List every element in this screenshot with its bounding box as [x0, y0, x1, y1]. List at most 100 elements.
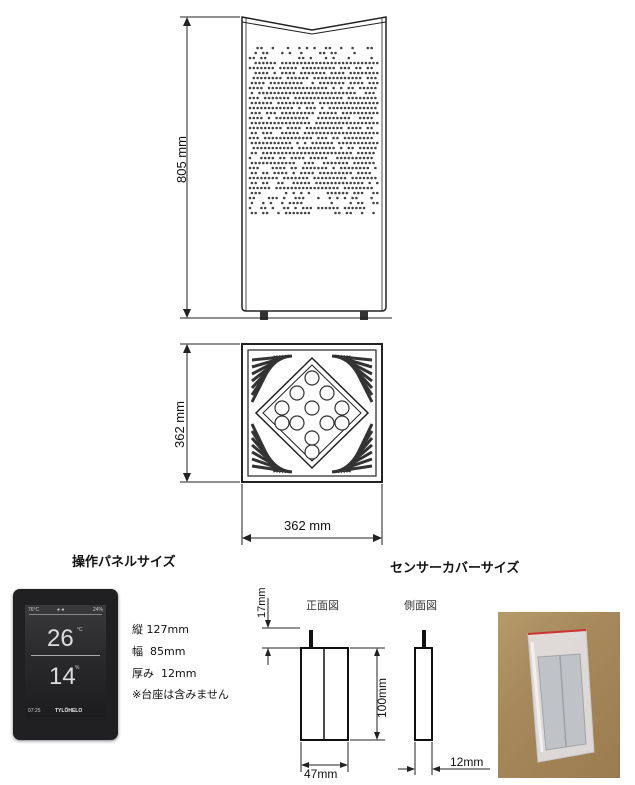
perforation-hole [273, 91, 277, 95]
perforation-hole [360, 191, 364, 195]
perforation-hole [303, 71, 307, 75]
perforation-hole [260, 76, 263, 80]
perforation-hole [320, 66, 324, 70]
perforation-hole [336, 76, 339, 80]
perforation-hole [258, 161, 261, 165]
perforation-hole [353, 71, 356, 75]
perforation-hole [263, 206, 267, 210]
perforation-hole [317, 96, 320, 100]
perforation-hole [277, 141, 280, 145]
perforation-hole [292, 181, 296, 185]
perforation-hole [351, 176, 354, 180]
perforation-hole [341, 171, 345, 175]
screen-temperature: 26 [47, 625, 74, 652]
perforation-hole [288, 51, 292, 55]
perforation-hole [317, 156, 320, 160]
perforation-hole [374, 166, 377, 170]
perforation-hole [319, 151, 322, 155]
perforation-hole [358, 96, 362, 100]
perforation-hole [279, 186, 282, 190]
perforation-hole [317, 146, 320, 150]
perforation-hole [279, 126, 282, 130]
perforation-hole [332, 146, 335, 150]
perforation-hole [364, 151, 368, 155]
perforation-hole [334, 111, 337, 115]
perforation-hole [254, 191, 257, 195]
perforation-hole [349, 91, 353, 95]
perforation-hole [282, 106, 286, 110]
perforation-hole [313, 156, 316, 160]
perforation-hole [345, 191, 349, 195]
perforation-hole [322, 151, 326, 155]
perforation-hole [267, 76, 271, 80]
perforation-hole [326, 101, 330, 105]
perforation-hole [345, 181, 349, 185]
perforation-hole [358, 76, 362, 80]
perforation-hole [300, 191, 303, 195]
perforation-hole [372, 61, 375, 65]
perforation-hole [357, 171, 360, 175]
perforation-hole [288, 101, 292, 105]
perforation-hole [372, 141, 375, 145]
perforation-hole [298, 186, 301, 190]
perforation-hole [305, 116, 309, 120]
perforation-hole [309, 96, 313, 100]
perforation-hole [347, 186, 351, 190]
perforation-hole [362, 186, 366, 190]
perforation-hole [351, 146, 354, 150]
perforation-hole [324, 136, 328, 140]
sensor-front-view [300, 630, 349, 741]
perforation-hole [317, 126, 320, 130]
perforation-hole [267, 126, 271, 130]
perforation-hole [260, 156, 263, 160]
perforation-hole [322, 131, 326, 135]
perforation-hole [336, 156, 339, 160]
perforation-hole [320, 166, 324, 170]
perforation-hole [260, 116, 263, 120]
perforation-hole [332, 166, 335, 170]
perforation-hole [267, 156, 271, 160]
perforation-hole [315, 91, 318, 95]
perforation-hole [370, 96, 373, 100]
perforation-hole [309, 66, 313, 70]
perforation-hole [307, 151, 311, 155]
perforation-hole [357, 111, 360, 115]
perforation-hole [372, 111, 375, 115]
perforation-hole [319, 81, 322, 85]
perforation-hole [315, 131, 318, 135]
perforation-hole [345, 101, 349, 105]
perforation-hole [326, 151, 330, 155]
perforation-hole [286, 186, 290, 190]
perforation-hole [311, 151, 315, 155]
perforation-hole [351, 86, 354, 90]
perforation-hole [319, 91, 322, 95]
sensor-front-dimensions [262, 598, 385, 772]
perforation-hole [248, 136, 252, 140]
perforation-hole [294, 76, 297, 80]
perforation-hole [347, 156, 351, 160]
perforation-hole [273, 161, 277, 165]
perforation-hole [326, 181, 330, 185]
perforation-hole [328, 76, 332, 80]
perforation-hole [330, 71, 334, 75]
perforation-hole [339, 46, 343, 50]
perforation-hole [317, 206, 320, 210]
perforation-hole [254, 151, 257, 155]
perforation-hole [265, 141, 269, 145]
perforation-hole [353, 141, 356, 145]
sensor-cover-title: センサーカバーサイズ [390, 561, 520, 576]
perforation-hole [362, 156, 366, 160]
perforation-hole [343, 116, 347, 120]
perforation-hole [309, 136, 313, 140]
perforation-hole [305, 46, 309, 50]
perforation-hole [336, 196, 339, 200]
perforation-hole [320, 116, 324, 120]
perforation-hole [254, 211, 257, 215]
perforation-hole [315, 141, 318, 145]
perforation-hole [326, 91, 330, 95]
perforation-hole [277, 151, 280, 155]
perforation-hole [273, 141, 277, 145]
perforation-hole [328, 96, 332, 100]
perforation-hole [374, 96, 377, 100]
perforation-hole [258, 81, 261, 85]
